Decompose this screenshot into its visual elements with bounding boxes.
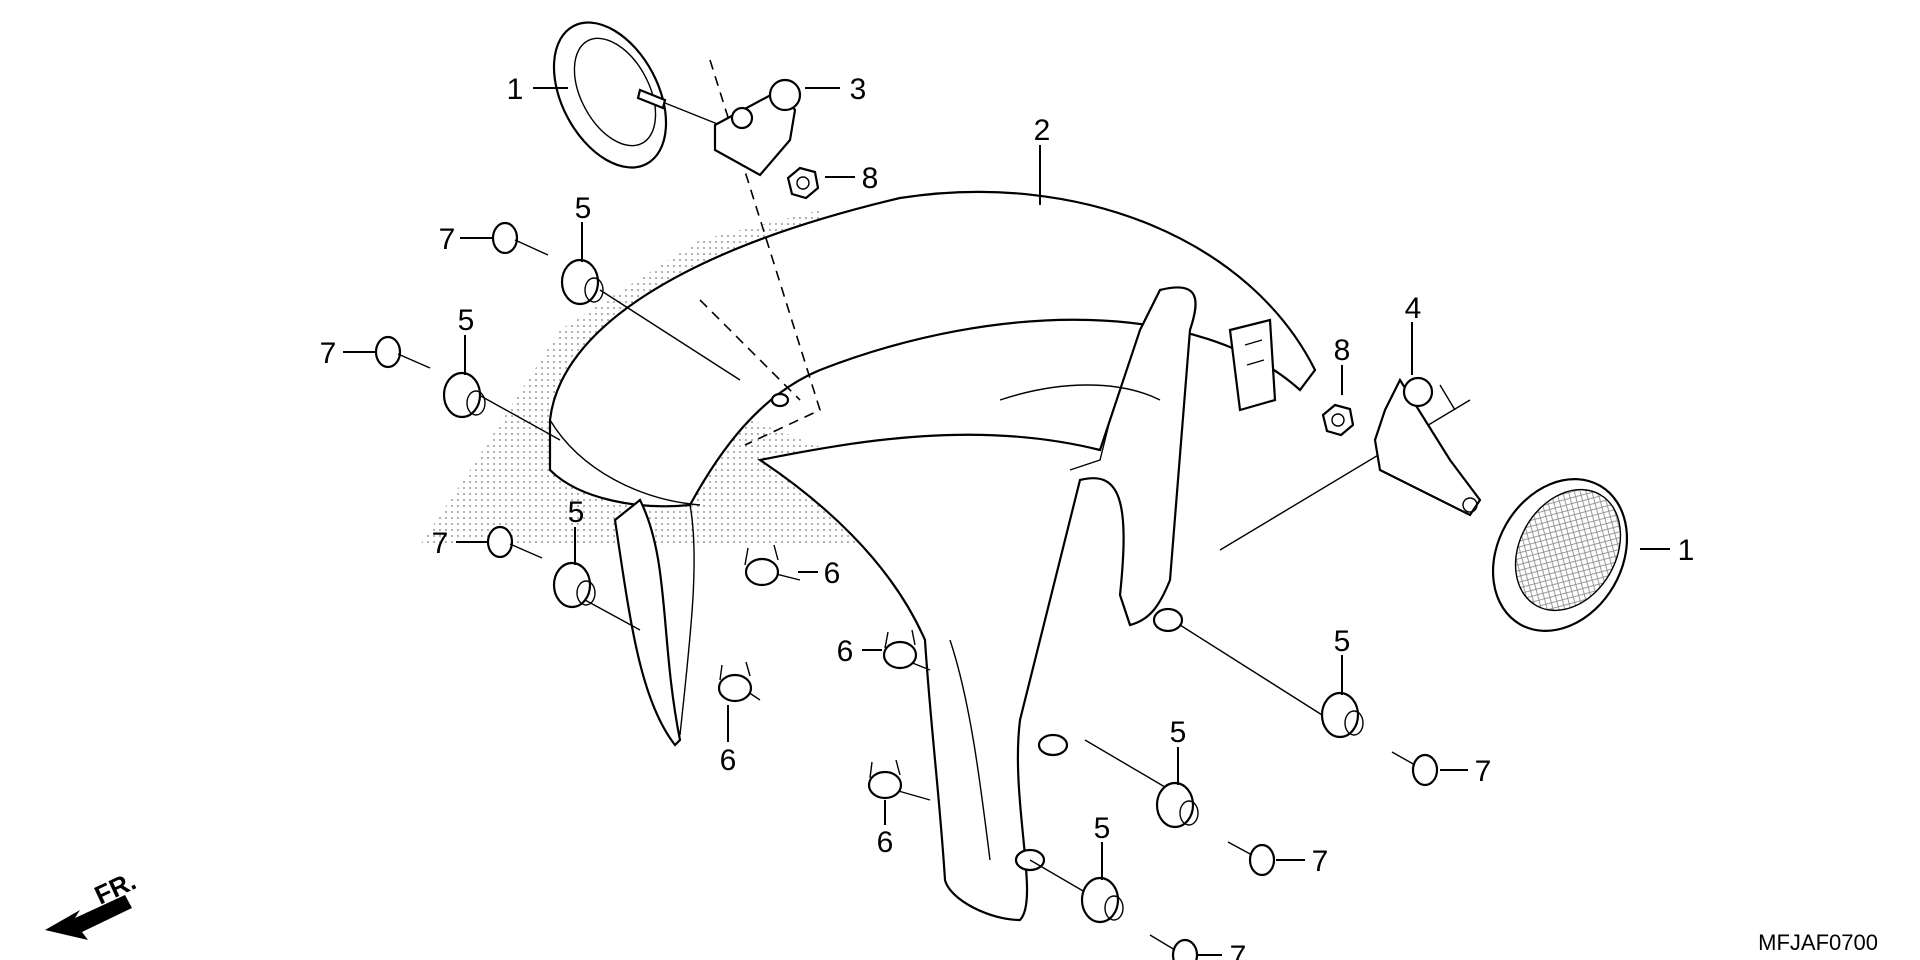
- reflector-right: [1491, 477, 1629, 633]
- callout-7-a: 7: [439, 223, 456, 256]
- callout-7-d: 7: [1475, 755, 1492, 788]
- callout-6-c: 6: [837, 635, 854, 668]
- nut-left: [786, 166, 820, 200]
- callout-7-f: 7: [1230, 940, 1247, 960]
- callout-7-c: 7: [432, 527, 449, 560]
- callout-5-a: 5: [575, 192, 592, 225]
- callout-1-right: 1: [1678, 534, 1695, 567]
- callout-2: 2: [1034, 114, 1051, 147]
- collar-d: [867, 759, 903, 800]
- callout-8-b: 8: [1334, 334, 1351, 367]
- callout-5-d: 5: [1334, 625, 1351, 658]
- callout-4: 4: [1405, 292, 1422, 325]
- front-arrow-icon: [45, 895, 132, 940]
- callout-5-f: 5: [1094, 812, 1111, 845]
- callout-5-e: 5: [1170, 716, 1187, 749]
- bracket-right: [1373, 376, 1482, 517]
- callout-7-b: 7: [320, 337, 337, 370]
- grommet-c: [552, 561, 596, 609]
- diagram-code: MFJAF0700: [1758, 930, 1878, 955]
- callout-6-d: 6: [877, 826, 894, 859]
- grommet-b: [442, 371, 486, 419]
- callout-8-a: 8: [862, 162, 879, 195]
- front-label: FR.: [90, 866, 141, 911]
- callout-5-b: 5: [458, 304, 475, 337]
- callout-5-c: 5: [568, 496, 585, 529]
- bracket-left: [713, 78, 802, 177]
- front-fender: [548, 190, 1317, 922]
- collar-c: [882, 629, 918, 670]
- bolt-b: [374, 335, 431, 369]
- bolt-a: [491, 221, 549, 256]
- reflector-left: [552, 21, 721, 169]
- nut-right: [1321, 403, 1355, 437]
- grommet-f: [1080, 876, 1124, 924]
- bolt-d: [1391, 751, 1439, 787]
- grommet-e: [1155, 781, 1199, 829]
- bolt-e: [1227, 841, 1276, 877]
- bolt-c: [486, 525, 543, 559]
- callout-6-b: 6: [720, 744, 737, 777]
- collar-b: [717, 661, 753, 703]
- callout-6-a: 6: [824, 557, 841, 590]
- grommet-d: [1320, 691, 1364, 739]
- callout-1-left: 1: [507, 73, 524, 106]
- callout-3: 3: [850, 73, 867, 106]
- callout-7-e: 7: [1312, 845, 1329, 878]
- bolt-f: [1149, 934, 1199, 960]
- collar-a: [744, 544, 780, 587]
- leader-lines: [343, 87, 1670, 956]
- grommet-a: [560, 258, 604, 306]
